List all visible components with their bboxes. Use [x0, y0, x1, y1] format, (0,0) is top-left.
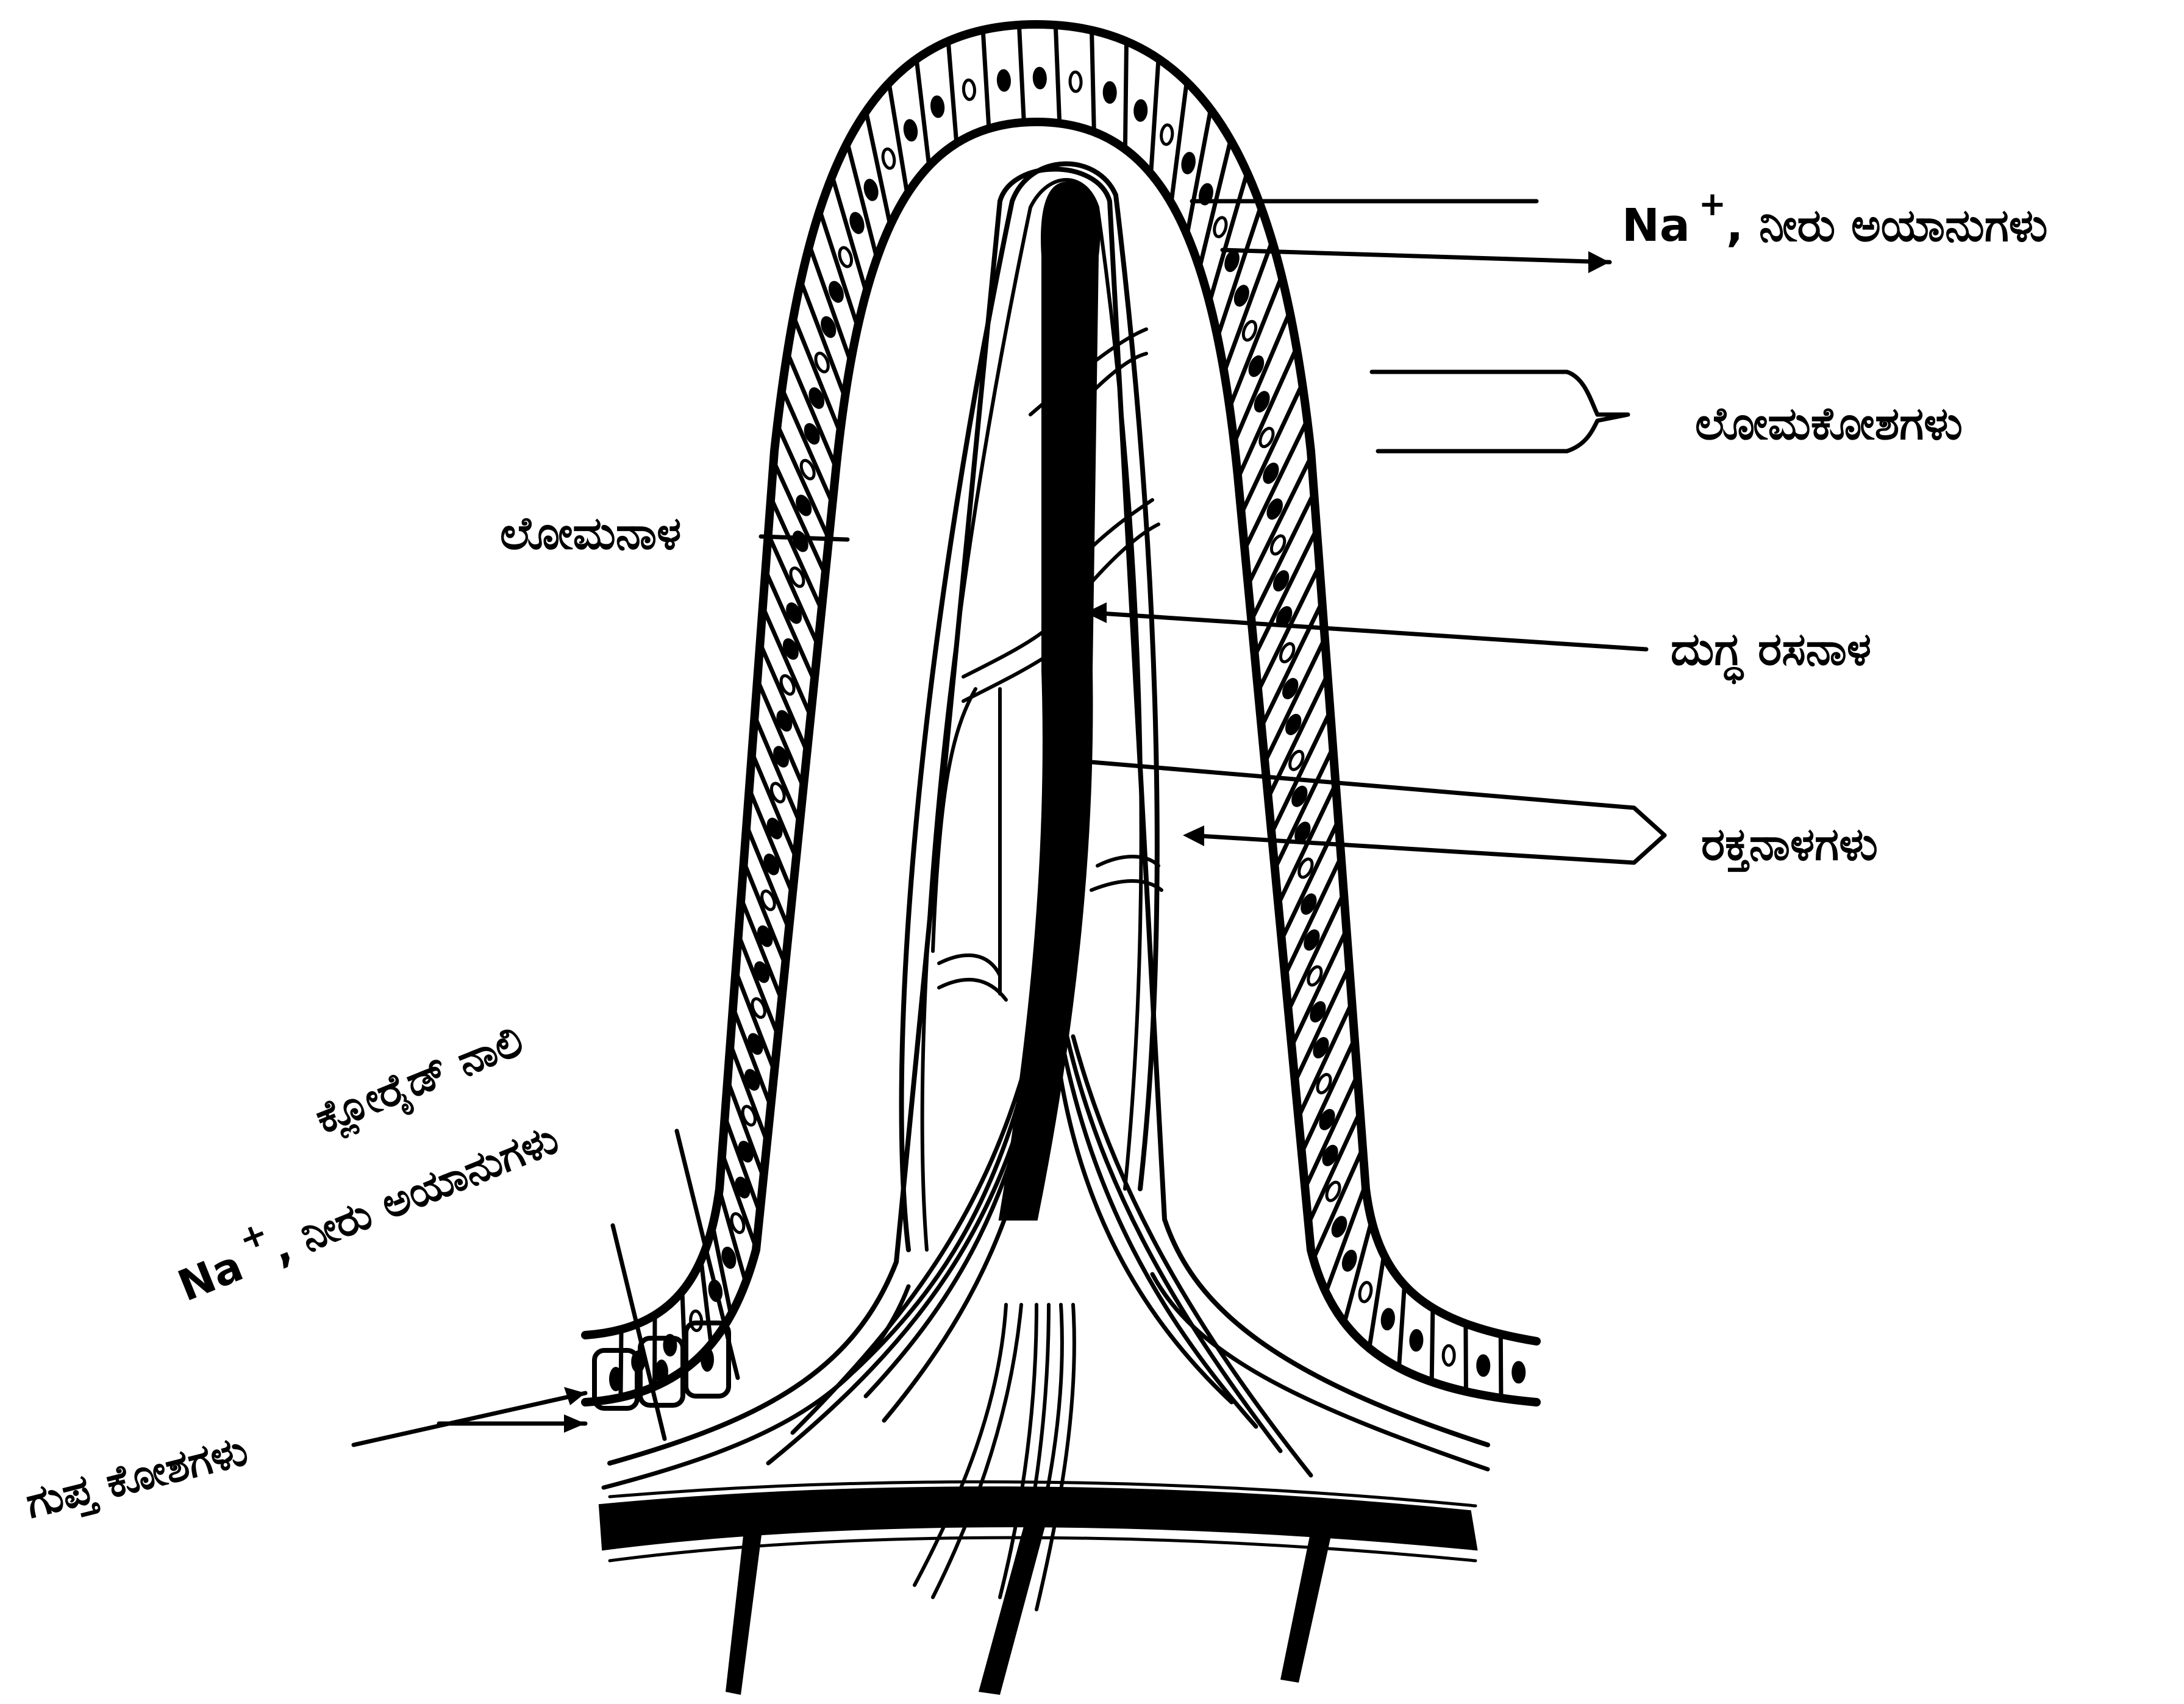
cell-nucleus — [837, 246, 854, 268]
cell-wall — [727, 1080, 763, 1177]
label-na-water-left: Na+, ನೀರು ಅಯಾನುಗಳು — [165, 1099, 565, 1311]
cell-nucleus — [1213, 216, 1229, 238]
cell-nucleus — [1034, 68, 1046, 88]
cell-wall — [746, 825, 789, 929]
cell-wall — [889, 83, 907, 194]
capillary-branch — [1091, 881, 1162, 890]
cell-wall — [948, 41, 957, 143]
leader-crypt-1 — [354, 1393, 585, 1445]
label-capillary: ಲೋಮನಾಳ — [500, 507, 681, 560]
cell-wall — [1092, 30, 1094, 132]
cell-wall — [916, 59, 929, 166]
cell-nucleus — [721, 1247, 737, 1268]
leader-microvilli-bracket — [1372, 372, 1628, 451]
leader-blood-vessels-2 — [1189, 835, 1665, 863]
cell-nucleus — [931, 96, 944, 117]
cell-nucleus — [1224, 250, 1240, 272]
cell-wall — [733, 1008, 771, 1107]
label-blood-vessels: ರಕ್ತನಾಳಗಳು — [1701, 818, 1878, 872]
cell-wall — [755, 716, 800, 823]
cell-wall — [725, 1117, 760, 1213]
cell-nucleus — [1358, 1282, 1372, 1303]
cell-wall — [752, 752, 796, 858]
cell-wall — [1210, 173, 1247, 302]
cell-wall — [1125, 41, 1126, 149]
label-crypt-cells: ಗುಪ್ತ ಕೋಶಗಳು — [21, 1425, 252, 1530]
label-microvilli: ಲೋಮಕೋಶಗಳು — [1695, 397, 1963, 450]
cell-wall — [730, 1044, 767, 1142]
cell-wall — [701, 1260, 711, 1344]
cell-wall — [1313, 1149, 1363, 1260]
cell-nucleus — [1182, 152, 1196, 173]
cell-wall — [736, 971, 774, 1071]
base-roots — [726, 1524, 1332, 1695]
leader-lacteal — [1091, 613, 1646, 649]
cell-wall — [1399, 1285, 1404, 1368]
cell-nucleus — [1382, 1309, 1394, 1330]
cell-nucleus — [1135, 101, 1146, 121]
cell-wall — [1432, 1308, 1433, 1381]
capillary-branch — [1097, 857, 1158, 866]
cell-wall — [741, 898, 781, 1000]
cell-wall — [1369, 1255, 1384, 1349]
cell-nucleus — [849, 212, 865, 234]
cell-wall — [749, 789, 793, 894]
cell-nucleus — [882, 148, 896, 169]
cell-nucleus — [1341, 1250, 1358, 1272]
label-lacteal: ದುಗ್ಧ ರಸನಾಳ — [1671, 623, 1871, 684]
cell-nucleus — [863, 179, 879, 201]
cell-wall — [1171, 82, 1187, 203]
cell-wall — [744, 862, 785, 964]
lacteal-base-fibers — [768, 1036, 1311, 1475]
cell-nucleus — [1513, 1363, 1524, 1382]
cell-nucleus — [963, 80, 975, 100]
cell-wall — [1019, 25, 1024, 123]
leader-capillary — [761, 537, 848, 540]
capillary-branch — [939, 980, 1006, 1000]
capillary-branch — [939, 955, 1000, 975]
leader-lines — [354, 201, 1665, 1445]
cell-nucleus — [1070, 72, 1082, 92]
cell-nucleus — [1410, 1330, 1422, 1350]
cell-wall — [983, 30, 989, 129]
cell-wall — [738, 935, 778, 1035]
capillary-branch — [963, 622, 1055, 677]
label-na-water-right: Na+, ನೀರು ಅಯಾನುಗಳು — [1622, 185, 2047, 252]
cell-nucleus — [1160, 124, 1173, 145]
label-chloride-channel: ಕ್ಲೋರೈಡ್ ನಾಲಿ — [309, 1015, 532, 1148]
lacteal-core — [1000, 182, 1099, 1219]
cell-nucleus — [998, 71, 1010, 91]
cell-nucleus — [904, 120, 917, 141]
cell-nucleus — [1443, 1346, 1454, 1365]
cell-wall — [1151, 59, 1158, 173]
leader-blood-vessels-1 — [1091, 762, 1665, 835]
cell-nucleus — [1104, 83, 1115, 102]
cell-wall — [1055, 25, 1059, 123]
cell-nucleus — [1478, 1356, 1489, 1375]
